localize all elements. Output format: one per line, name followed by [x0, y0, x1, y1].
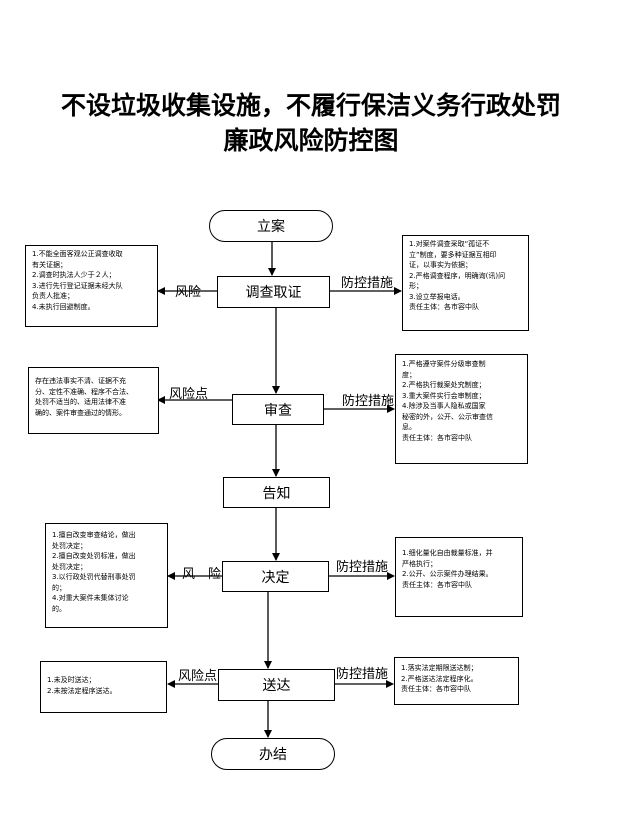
node-end-label: 办结: [259, 747, 287, 763]
node-notify: 告知: [223, 477, 330, 508]
risk-investigate-line: 1.不能全面客观公正调查收取: [32, 250, 123, 258]
risk-review-line: 存在违法事实不清、证据不充: [35, 377, 126, 385]
control-review-line: 1.严格遵守案件分级审查制: [402, 360, 486, 368]
control-review-line: 3.重大案件实行会审制度；: [402, 391, 486, 400]
control-investigate-line: 2.严格调查程序，明确询(讯)问: [409, 271, 506, 280]
label-control-deliver: 防控措施: [336, 667, 389, 682]
risk-review-line: 确的、案件审查通过的情形。: [35, 408, 126, 417]
control-investigate-line: 1.对案件调查采取“孤证不: [409, 240, 490, 248]
control-box-investigate: 1.对案件调查采取“孤证不 立”制度，要多种证据互相印 证，以事实为依据； 2.…: [402, 235, 529, 331]
node-start-label: 立案: [257, 219, 285, 235]
risk-investigate-line: 3.进行先行登记证据未经大队: [32, 281, 123, 290]
control-investigate-line: 形；: [409, 282, 423, 290]
control-review-line: 秘密的外，公开、公示审查信: [402, 412, 493, 421]
risk-investigate-line: 4.未执行回避制度。: [32, 302, 95, 311]
node-review: 审查: [232, 394, 324, 425]
node-investigate-label: 调查取证: [245, 285, 302, 301]
label-control-investigate: 防控措施: [341, 276, 394, 291]
control-investigate-line: 立”制度，要多种证据互相印: [409, 250, 497, 259]
control-box-decide: 1.细化量化自由裁量标准，并 严格执行； 2.公开、公示案件办理结果。 责任主体…: [395, 537, 523, 617]
risk-decide-line: 4.对重大案件未集体讨论: [52, 594, 129, 602]
node-decide-label: 决定: [261, 569, 290, 586]
risk-box-investigate: 1.不能全面客观公正调查收取 有关证据； 2.调查时执法人少于２人； 3.进行先…: [25, 245, 158, 327]
control-deliver-line: 1.落实法定期限送达制；: [401, 664, 478, 672]
node-investigate: 调查取证: [217, 276, 330, 308]
risk-decide-line: 处罚决定；: [52, 562, 87, 571]
node-decide: 决定: [222, 561, 329, 592]
risk-investigate-line: 2.调查时执法人少于２人；: [32, 271, 116, 279]
label-risk-review: 风险点: [169, 387, 209, 402]
node-deliver: 送达: [218, 669, 335, 701]
risk-decide-line: 的。: [52, 604, 66, 613]
risk-decide-line: 2.擅自改变处罚标准，做出: [52, 552, 136, 560]
control-box-deliver: 1.落实法定期限送达制； 2.严格送达法定程序化。 责任主体：各市容中队: [394, 657, 519, 705]
node-notify-label: 告知: [262, 485, 291, 502]
control-review-line: 4.除涉及当事人隐私或国家: [402, 402, 486, 410]
control-investigate-line: 3.设立举报电话。: [409, 292, 465, 301]
risk-investigate-line: 有关证据；: [32, 260, 67, 269]
risk-decide-line: 处罚决定；: [52, 541, 87, 550]
label-control-review: 防控措施: [342, 394, 395, 409]
label-control-decide: 防控措施: [336, 560, 389, 575]
node-end: 办结: [211, 738, 335, 770]
diagram-title-line1: 不设垃圾收集设施，不履行保洁义务行政处罚: [60, 91, 561, 120]
risk-box-deliver: 1.未及时送达； 2.未按法定程序送达。: [40, 661, 167, 713]
control-review-line: 息。: [402, 423, 416, 431]
risk-decide-line: 的；: [52, 583, 66, 592]
risk-decide-line: 1.擅自改变审查结论，做出: [52, 531, 136, 539]
control-review-line: 度；: [402, 370, 416, 379]
node-review-label: 审查: [264, 402, 292, 419]
risk-box-decide: 1.擅自改变审查结论，做出 处罚决定； 2.擅自改变处罚标准，做出 处罚决定； …: [45, 523, 168, 628]
risk-review-line: 处罚不适当的、适用法律不准: [35, 398, 126, 406]
control-review-line: 2.严格执行裁案处究制度；: [402, 381, 486, 389]
control-decide-line: 严格执行；: [402, 559, 437, 568]
control-deliver-line: 2.严格送达法定程序化。: [401, 674, 478, 683]
control-review-line: 责任主体：各市容中队: [402, 433, 472, 442]
risk-deliver-line: 2.未按法定程序送达。: [47, 686, 117, 695]
control-investigate-line: 证，以事实为依据；: [409, 261, 472, 269]
control-decide-line: 责任主体：各市容中队: [402, 580, 472, 589]
control-box-review: 1.严格遵守案件分级审查制 度； 2.严格执行裁案处究制度； 3.重大案件实行会…: [395, 354, 528, 464]
diagram-title-line2: 廉政风险防控图: [223, 126, 399, 155]
node-start: 立案: [209, 210, 333, 242]
risk-decide-line: 3.以行政处罚代替刑事处罚: [52, 573, 136, 581]
node-deliver-label: 送达: [262, 678, 291, 694]
risk-review-line: 分、定性不准确、程序不合法、: [35, 387, 133, 396]
label-risk-decide: 风 险: [182, 567, 222, 582]
label-risk-investigate: 风险: [175, 285, 202, 300]
control-decide-line: 2.公开、公示案件办理结果。: [402, 570, 493, 578]
risk-deliver-line: 1.未及时送达；: [47, 676, 96, 684]
risk-box-review: 存在违法事实不清、证据不充 分、定性不准确、程序不合法、 处罚不适当的、适用法律…: [28, 367, 159, 434]
control-investigate-line: 责任主体：各市容中队: [409, 303, 479, 311]
risk-investigate-line: 负责人批准；: [32, 292, 74, 300]
label-risk-deliver: 风险点: [178, 669, 218, 684]
control-decide-line: 1.细化量化自由裁量标准，并: [402, 549, 493, 557]
control-deliver-line: 责任主体：各市容中队: [401, 685, 471, 693]
